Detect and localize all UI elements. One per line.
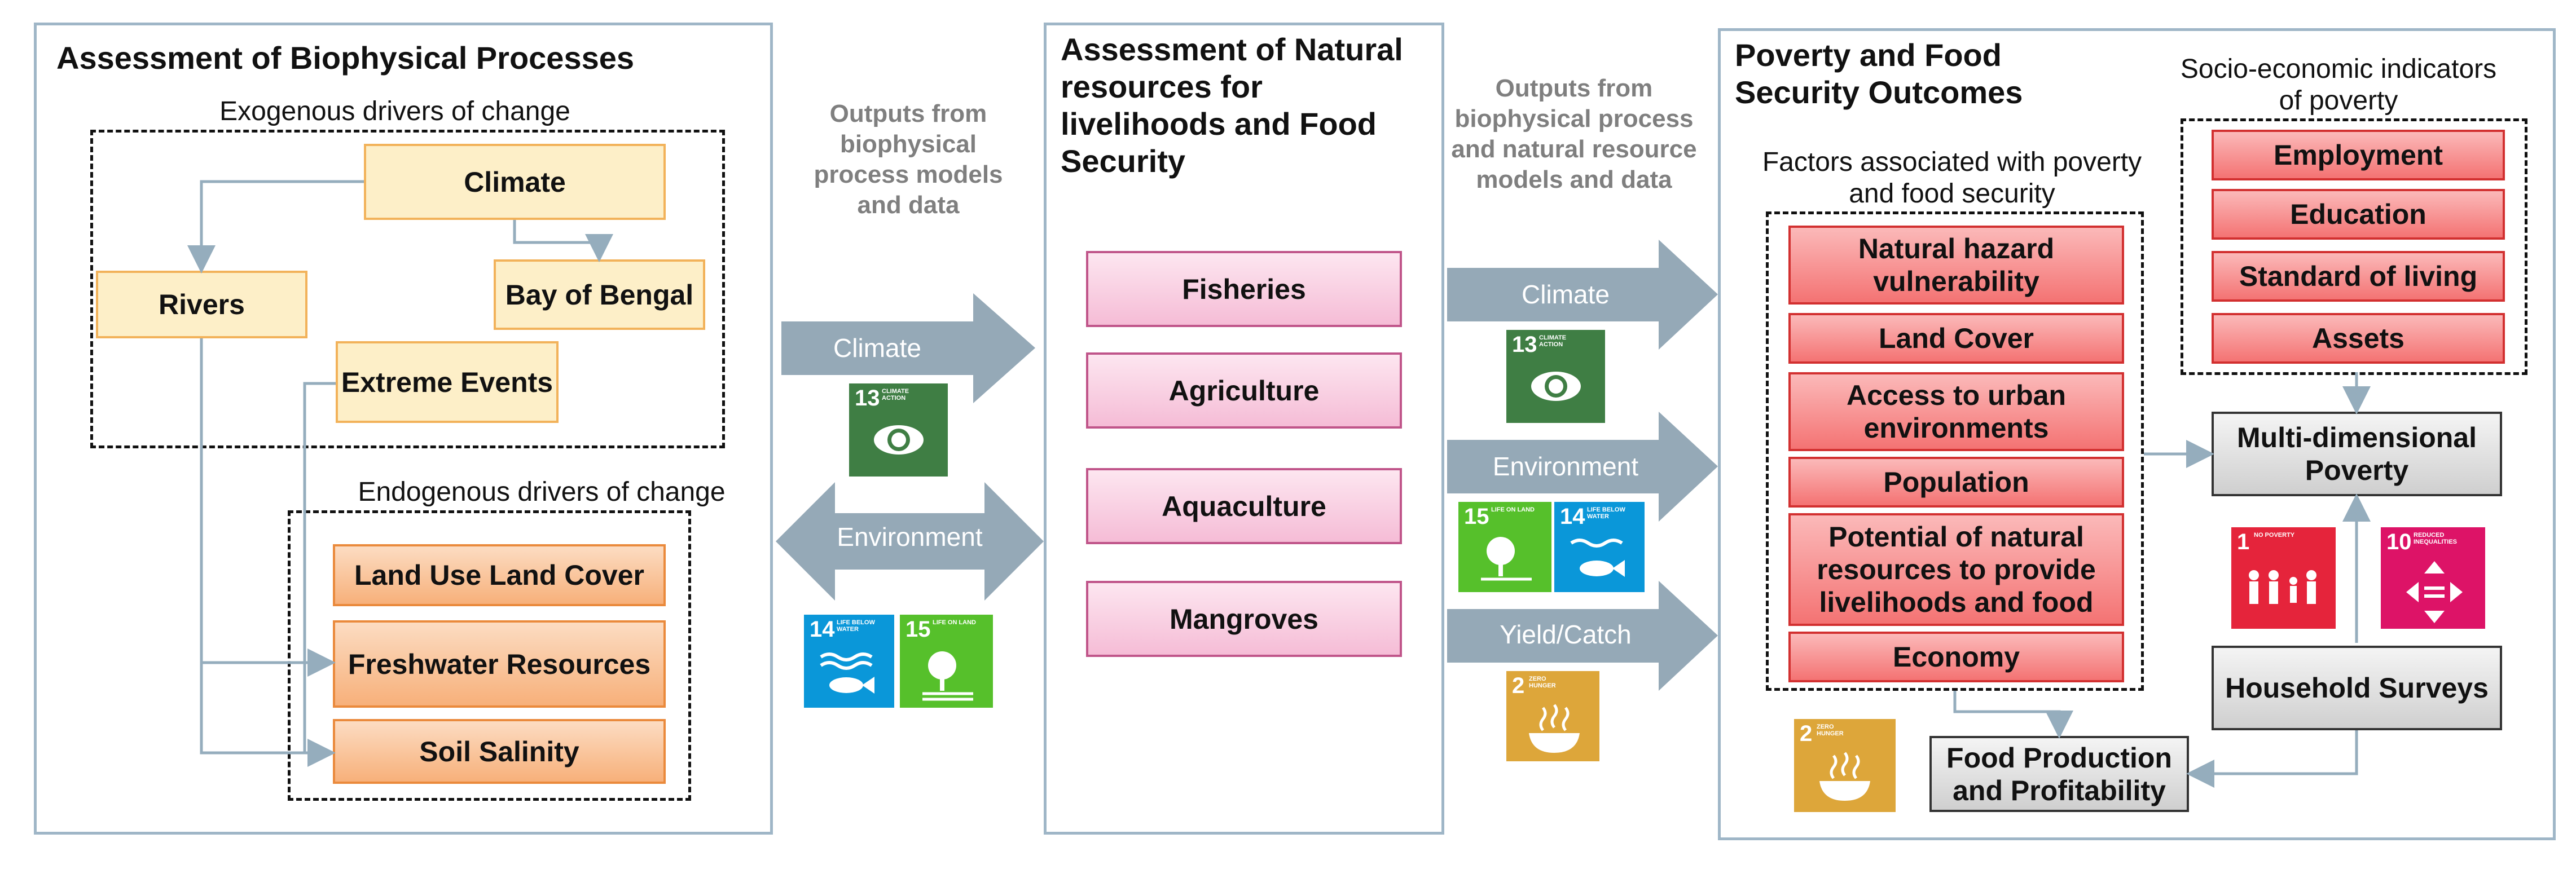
access-to-urban-environments-box: Access to urban environments <box>1788 372 2124 451</box>
population-box: Population <box>1788 457 2124 508</box>
natural-hazard-vulnerability-box: Natural hazard vulnerability <box>1788 226 2124 305</box>
sdg1-number: 1 <box>2237 530 2250 554</box>
sdg2-number: 2 <box>1512 673 1525 698</box>
sdg13-icon: 13 CLIMATE ACTION <box>849 383 948 477</box>
poverty-title: Poverty and Food Security Outcomes <box>1735 37 2023 110</box>
sdg14-icon: 14 LIFE BELOW WATER <box>1554 502 1645 592</box>
sdg10-caption: REDUCED INEQUALITIES <box>2414 532 2458 545</box>
sdg14-caption: LIFE BELOW WATER <box>837 619 875 633</box>
food-production-box: Food Production and Profitability <box>1929 736 2189 812</box>
fisheries-box: Fisheries <box>1086 251 1402 327</box>
soil-salinity-box: Soil Salinity <box>333 719 666 784</box>
sdg2-icon: 2 ZERO HUNGER <box>1506 671 1599 761</box>
sdg13-caption: CLIMATE ACTION <box>882 388 909 402</box>
left-climate-arrow-label: Climate <box>833 333 921 363</box>
biophysical-title: Assessment of Biophysical Processes <box>56 40 635 76</box>
sdg14-number: 14 <box>1560 504 1585 529</box>
yield-catch-arrow-label: Yield/Catch <box>1500 620 1632 649</box>
endogenous-group <box>288 510 691 801</box>
sdg10-icon: 10 REDUCED INEQUALITIES <box>2381 527 2485 629</box>
land-use-land-cover-box: Land Use Land Cover <box>333 544 666 606</box>
right-climate-arrow <box>1447 240 1718 350</box>
right-climate-arrow-label: Climate <box>1522 280 1610 309</box>
sdg2-number: 2 <box>1800 721 1813 746</box>
extreme-events-box: Extreme Events <box>336 341 559 423</box>
sdg15-number: 15 <box>1464 504 1489 529</box>
right-environment-arrow-label: Environment <box>1492 452 1639 481</box>
left-environment-arrow-label: Environment <box>837 522 983 552</box>
endogenous-label: Endogenous drivers of change <box>358 477 726 507</box>
sdg15-caption: LIFE ON LAND <box>933 619 976 626</box>
mangroves-box: Mangroves <box>1086 581 1402 657</box>
sdg14-icon: 14 LIFE BELOW WATER <box>804 615 894 708</box>
left-environment-arrow <box>776 482 1044 601</box>
employment-box: Employment <box>2212 130 2505 180</box>
land-cover-box: Land Cover <box>1788 313 2124 364</box>
multidimensional-poverty-box: Multi-dimensional Poverty <box>2212 412 2502 496</box>
sdg13-number: 13 <box>855 386 880 411</box>
sdg15-icon: 15 LIFE ON LAND <box>900 615 993 708</box>
sdg14-caption: LIFE BELOW WATER <box>1587 506 1625 520</box>
potential-of-natural-resources-box: Potential of natural resources to provid… <box>1788 513 2124 626</box>
right-environment-arrow <box>1447 412 1718 522</box>
sdg1-caption: NO POVERTY <box>2254 532 2295 539</box>
sdg2-caption: ZERO HUNGER <box>1817 724 1844 737</box>
factors-label: Factors associated with poverty and food… <box>1762 147 2142 209</box>
sdg1-icon: 1 NO POVERTY <box>2231 527 2336 629</box>
sdg15-number: 15 <box>905 617 931 642</box>
sdg15-caption: LIFE ON LAND <box>1491 506 1535 513</box>
sdg14-number: 14 <box>810 617 835 642</box>
freshwater-resources-box: Freshwater Resources <box>333 620 666 708</box>
climate-box: Climate <box>364 144 666 220</box>
indicators-label: Socio-economic indicators of poverty <box>2180 54 2497 116</box>
left-climate-arrow <box>781 293 1035 403</box>
natural-resources-title: Assessment of Natural resources for live… <box>1061 32 1403 179</box>
exogenous-group <box>90 130 725 448</box>
household-surveys-box: Household Surveys <box>2212 646 2502 730</box>
yield-catch-arrow <box>1447 581 1718 691</box>
sdg10-number: 10 <box>2386 530 2412 554</box>
sdg2-icon: 2 ZERO HUNGER <box>1794 719 1896 812</box>
assets-box: Assets <box>2212 313 2505 364</box>
standard-of-living-box: Standard of living <box>2212 251 2505 302</box>
left-outputs-label: Outputs from biophysical process models … <box>814 100 1003 219</box>
sdg13-caption: CLIMATE ACTION <box>1539 334 1567 348</box>
sdg13-icon: 13 CLIMATE ACTION <box>1506 330 1605 423</box>
right-outputs-label: Outputs from biophysical process and nat… <box>1451 74 1697 193</box>
factors-group <box>1766 211 2144 691</box>
agriculture-box: Agriculture <box>1086 352 1402 429</box>
sdg15-icon: 15 LIFE ON LAND <box>1458 502 1551 592</box>
aquaculture-box: Aquaculture <box>1086 468 1402 544</box>
exogenous-label: Exogenous drivers of change <box>219 96 570 126</box>
rivers-box: Rivers <box>96 271 307 338</box>
education-box: Education <box>2212 189 2505 240</box>
economy-box: Economy <box>1788 632 2124 682</box>
sdg2-caption: ZERO HUNGER <box>1529 676 1556 689</box>
indicators-group <box>2181 118 2527 375</box>
sdg13-number: 13 <box>1512 332 1537 357</box>
bay-of-bengal-box: Bay of Bengal <box>494 259 705 330</box>
natural-resources-panel <box>1044 23 1444 835</box>
